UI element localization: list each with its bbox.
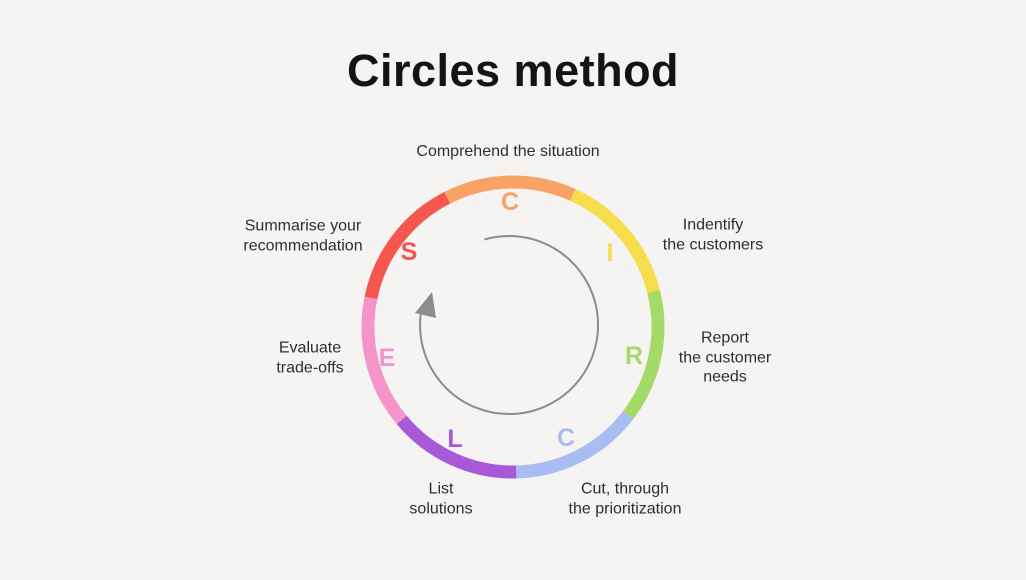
step-arc-report (623, 290, 665, 419)
cycle-arrow-head-icon (415, 292, 436, 318)
step-letter-summarise: S (401, 238, 418, 266)
step-letter-report: R (625, 342, 643, 370)
step-label-line: Evaluate (278, 339, 342, 357)
cycle-arrow-arc (419, 235, 600, 416)
step-letter-list: L (447, 425, 462, 453)
cycle-arrow-icon (415, 235, 600, 416)
step-arc-cut (516, 410, 634, 479)
step-label-evaluate: Evaluate trade-offs (276, 338, 343, 377)
step-label-summarise: Summarise your recommendation (243, 216, 362, 255)
step-label-line: the customer (678, 349, 772, 367)
step-label-line: solutions (409, 500, 473, 517)
step-label-line: List (428, 480, 454, 498)
step-letter-cut: C (557, 424, 575, 452)
step-label-line: Indentify (682, 216, 744, 234)
step-label-line: needs (703, 368, 747, 386)
step-label-line: recommendation (243, 237, 363, 254)
step-label-report: Report the customer needs (679, 329, 771, 388)
step-label-line: trade-offs (276, 359, 344, 376)
step-label-identify: Indentify the customers (663, 215, 763, 254)
page-title: Circles method (346, 45, 680, 96)
step-label-list: List solutions (409, 479, 472, 518)
step-label-cut: Cut, through the prioritization (569, 479, 682, 518)
step-label-line: the prioritization (568, 500, 682, 517)
step-label-line: Cut, through (580, 480, 670, 498)
step-label-line: Comprehend the situation (416, 143, 600, 161)
step-arc-comprehend (444, 175, 576, 204)
step-letter-identify: I (607, 239, 614, 267)
step-letter-comprehend: C (501, 188, 519, 216)
step-label-line: the customers (662, 236, 764, 253)
step-arc-list (396, 415, 517, 479)
step-arc-summarise (364, 192, 451, 300)
step-arc-evaluate (361, 296, 407, 425)
step-letter-evaluate: E (379, 344, 396, 372)
step-arc-identify (570, 189, 660, 294)
step-label-comprehend: Comprehend the situation (416, 142, 599, 162)
step-label-line: Report (700, 329, 750, 347)
step-label-line: Summarise your (244, 217, 362, 235)
